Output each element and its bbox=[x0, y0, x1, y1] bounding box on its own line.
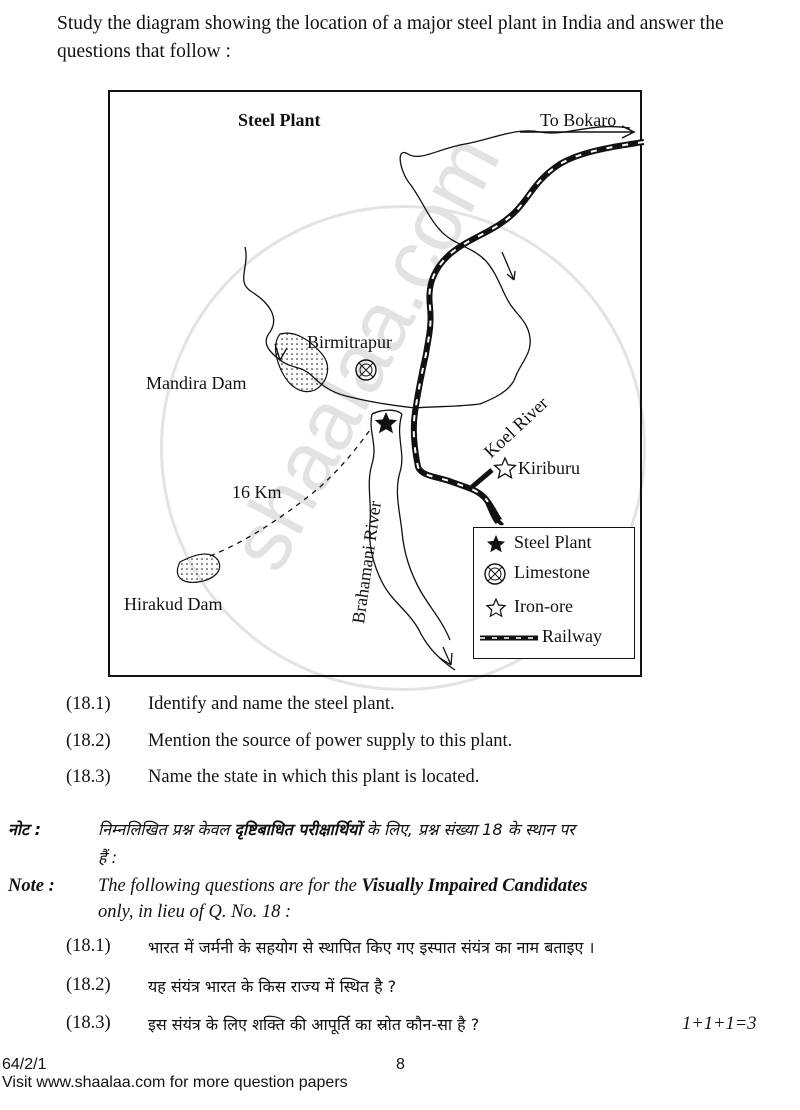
label-to-bokaro: To Bokaro bbox=[540, 110, 617, 130]
label-distance: 16 Km bbox=[232, 482, 282, 502]
limestone-symbol-icon bbox=[484, 563, 506, 585]
label-birmitrapur: Birmitrapur bbox=[307, 332, 392, 352]
label-kiriburu: Kiriburu bbox=[518, 458, 580, 478]
english-note-line1: The following questions are for the Visu… bbox=[98, 876, 588, 896]
outline-star-icon bbox=[486, 598, 506, 618]
page-number: 8 bbox=[396, 1056, 405, 1073]
label-hirakud-dam: Hirakud Dam bbox=[124, 594, 223, 614]
map-drawing bbox=[176, 125, 644, 671]
marks: 1+1+1=3 bbox=[682, 1014, 757, 1034]
paper-code: 64/2/1 bbox=[2, 1056, 47, 1073]
railway-line-icon bbox=[480, 635, 538, 641]
steel-plant-map: Steel Plant To Bokaro Birmitrapur Mandir… bbox=[108, 90, 644, 677]
intro-text: Study the diagram showing the location o… bbox=[57, 13, 724, 62]
english-note-line2: only, in lieu of Q. No. 18 : bbox=[98, 902, 292, 922]
hindi-note-label: नोट : bbox=[8, 820, 42, 839]
map-title: Steel Plant bbox=[238, 110, 321, 130]
hindi-note-line1: निम्नलिखित प्रश्न केवल दृष्टिबाधित परीक्… bbox=[98, 820, 575, 839]
english-note-label: Note : bbox=[8, 876, 55, 896]
map-legend: Steel Plant Limestone Iron-ore Railway bbox=[473, 527, 635, 659]
filled-star-icon bbox=[486, 535, 506, 553]
label-mandira-dam: Mandira Dam bbox=[146, 373, 247, 393]
hindi-note-line2: हैं : bbox=[98, 848, 117, 867]
footer-visit-text: Visit www.shaalaa.com for more question … bbox=[2, 1074, 348, 1091]
